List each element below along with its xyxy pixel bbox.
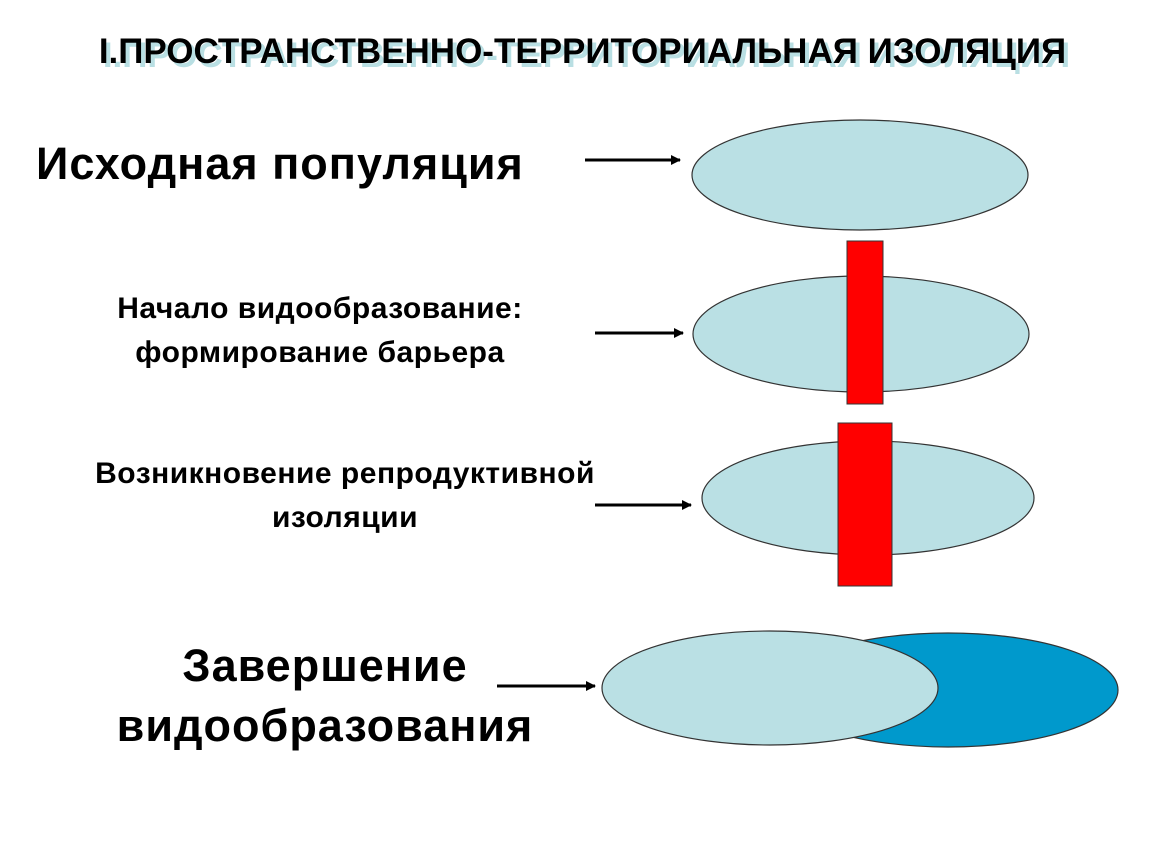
stage-2-line-1: Начало видообразование: <box>117 292 523 325</box>
stage-4-label: Завершение видообразования <box>80 636 570 756</box>
barrier-stage-2 <box>846 240 884 405</box>
stage-2-label: Начало видообразование: формирование бар… <box>60 287 580 375</box>
stage-3-line-2: изоляции <box>271 501 419 534</box>
stage-2-line-2: формирование барьера <box>135 336 505 369</box>
stage-4-line-1: Завершение <box>182 640 468 691</box>
stage-1-label: Исходная популяция <box>36 138 524 190</box>
initial-population <box>691 119 1029 231</box>
stage-4-line-2: видообразования <box>116 700 534 751</box>
stage-3-label: Возникновение репродуктивной изоляции <box>30 452 660 540</box>
original-species-population <box>601 630 939 746</box>
slide-title: I.ПРОСТРАНСТВЕННО-ТЕРРИТОРИАЛЬНАЯ ИЗОЛЯЦ… <box>98 32 1067 71</box>
barrier-stage-3 <box>837 422 893 587</box>
stage-1-line-1: Исходная популяция <box>36 138 524 189</box>
stage-3-line-1: Возникновение репродуктивной <box>95 457 595 490</box>
